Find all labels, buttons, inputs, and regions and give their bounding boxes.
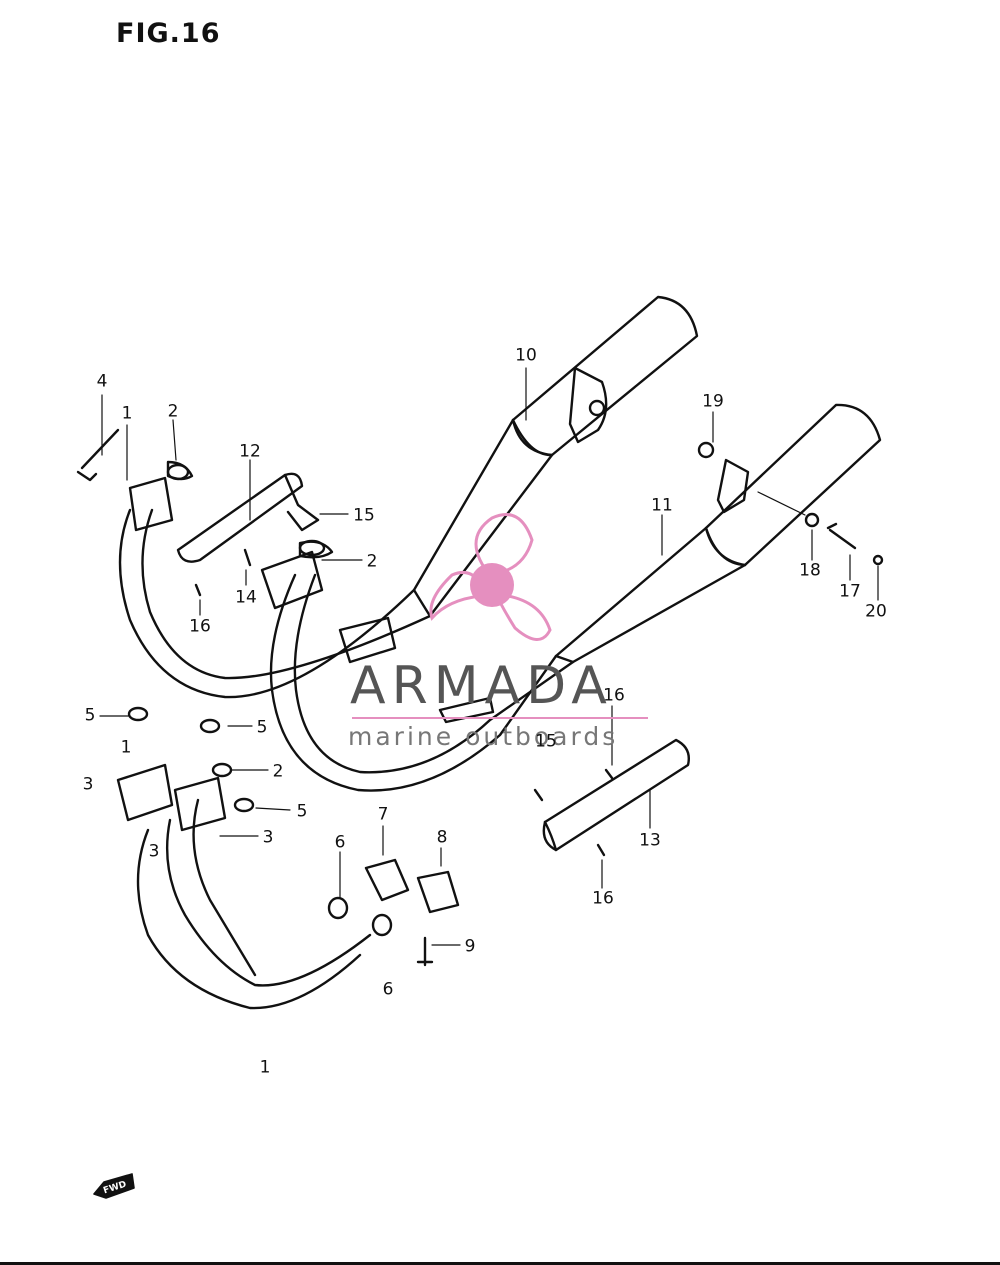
heat-shield-13 bbox=[542, 738, 690, 852]
fasteners bbox=[76, 428, 884, 967]
figure-title: FIG.16 bbox=[116, 18, 221, 49]
callout-3: 3 bbox=[262, 827, 274, 848]
callout-18: 18 bbox=[799, 560, 821, 581]
callout-15: 15 bbox=[353, 505, 375, 526]
callout-15: 16 bbox=[603, 685, 625, 706]
watermark-word: ARMADA bbox=[350, 656, 613, 716]
callout-5: 5 bbox=[84, 705, 96, 726]
callout-5: 5 bbox=[256, 717, 268, 738]
callout-14: 15 bbox=[535, 731, 557, 752]
watermark-subtitle: marine outboards bbox=[348, 722, 619, 751]
callout-9: 9 bbox=[464, 936, 476, 957]
heat-shield-12 bbox=[176, 472, 320, 563]
callout-12: 12 bbox=[239, 441, 261, 462]
callout-2: 2 bbox=[366, 551, 378, 572]
callout-1: 1 bbox=[121, 403, 133, 424]
callout-17: 17 bbox=[839, 581, 861, 602]
callout-6: 6 bbox=[382, 979, 394, 1000]
callout-11: 11 bbox=[651, 495, 673, 516]
callout-2: 2 bbox=[272, 761, 284, 782]
callout-3: 3 bbox=[148, 841, 160, 862]
callout-3: 3 bbox=[82, 774, 94, 795]
callout-7: 7 bbox=[377, 804, 389, 825]
callout-8: 8 bbox=[436, 827, 448, 848]
muffler-11 bbox=[554, 403, 882, 664]
exhaust-pipe-lower bbox=[116, 763, 372, 1010]
leader-lines bbox=[99, 367, 879, 946]
callout-13: 13 bbox=[639, 830, 661, 851]
callout-5: 5 bbox=[296, 801, 308, 822]
callout-16: 16 bbox=[189, 616, 211, 637]
muffler-10 bbox=[412, 295, 699, 618]
callout-14: 14 bbox=[235, 587, 257, 608]
callout-1: 1 bbox=[259, 1057, 271, 1078]
callout-20: 20 bbox=[865, 601, 887, 622]
callout-19: 19 bbox=[702, 391, 724, 412]
callout-6: 6 bbox=[334, 832, 346, 853]
exhaust-pipe-left bbox=[118, 460, 432, 699]
forward-arrow-icon bbox=[93, 1173, 135, 1199]
callout-10: 10 bbox=[515, 345, 537, 366]
callout-2: 2 bbox=[167, 401, 179, 422]
page-border bbox=[0, 1262, 1000, 1265]
callout-16: 16 bbox=[592, 888, 614, 909]
propeller-icon bbox=[429, 513, 552, 641]
callout-1: 1 bbox=[120, 737, 132, 758]
callout-4: 4 bbox=[96, 371, 108, 392]
